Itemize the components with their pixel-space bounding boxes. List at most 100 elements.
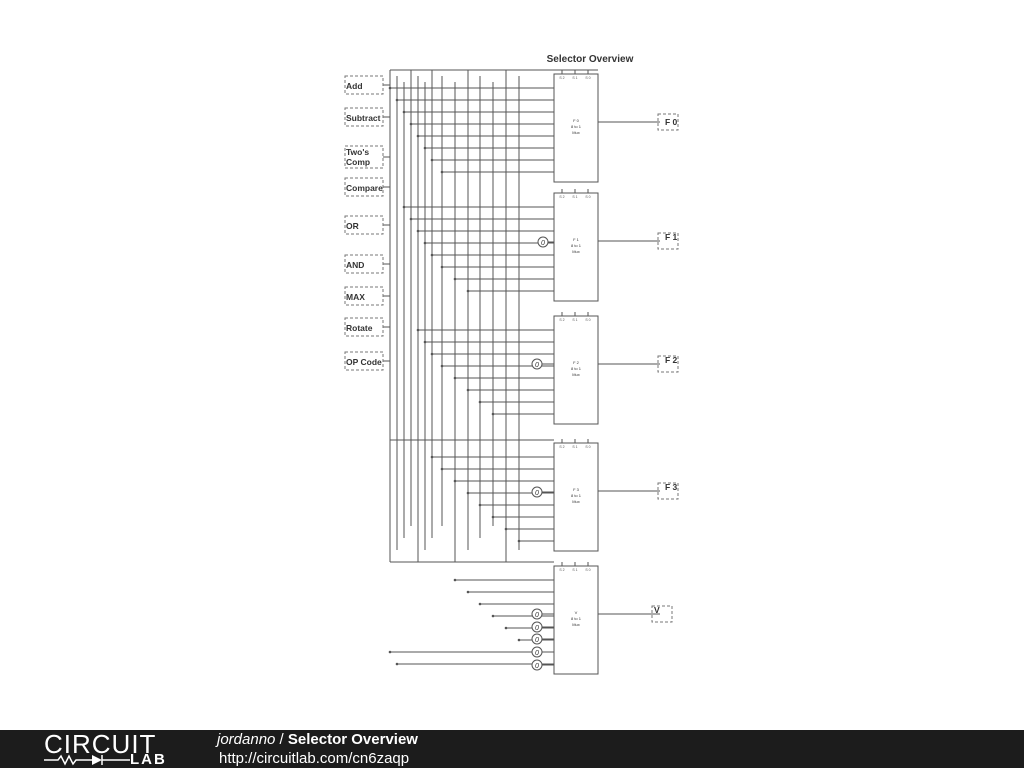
output-label-box	[657, 355, 679, 373]
input-label-box	[344, 286, 384, 306]
mux-block	[553, 442, 599, 552]
mux-size: 8 to 1	[571, 243, 582, 248]
input-label-box	[344, 177, 384, 197]
output-label-box	[657, 482, 679, 500]
junction-dot	[504, 527, 508, 531]
output-label-box	[657, 232, 679, 250]
mux-block	[553, 192, 599, 302]
mux-select-label: S 0	[585, 445, 590, 449]
input-label-text: Two's	[346, 147, 369, 157]
constant-zero-value: 0	[535, 612, 539, 619]
input-label-text: Subtract	[346, 113, 381, 123]
constant-zero-value: 0	[535, 625, 539, 632]
input-label-text: OR	[346, 221, 359, 231]
junction-dot	[504, 626, 508, 630]
mux-select-label: S 2	[559, 445, 564, 449]
input-label-text: Add	[346, 81, 363, 91]
mux-select-label: S 1	[572, 568, 577, 572]
mux-block	[553, 565, 599, 675]
mux-block	[553, 315, 599, 425]
constant-zero-value: 0	[535, 490, 539, 497]
junction-dot	[423, 146, 427, 150]
input-label-box	[344, 75, 384, 95]
input-label-box	[344, 317, 384, 337]
mux-name: V	[575, 610, 578, 615]
constant-zero-value: 0	[541, 240, 545, 247]
junction-dot	[466, 491, 470, 495]
junction-dot	[478, 503, 482, 507]
mux-select-label: S 1	[572, 76, 577, 80]
junction-dot	[416, 134, 420, 138]
junction-dot	[478, 400, 482, 404]
mux-kind: Mux	[572, 499, 580, 504]
constant-zero-icon	[531, 633, 543, 645]
mux-size: 8 to 1	[571, 493, 582, 498]
wires	[383, 69, 660, 666]
mux-kind: Mux	[572, 249, 580, 254]
junction-dot	[430, 253, 434, 257]
junction-dot	[440, 265, 444, 269]
junction-dot	[440, 467, 444, 471]
junction-dot	[416, 229, 420, 233]
mux-kind: Mux	[572, 130, 580, 135]
constant-zero-icon	[531, 659, 543, 671]
output-label-text: F 0	[665, 117, 678, 127]
output-label-box	[657, 113, 679, 131]
junction-dot	[388, 650, 392, 654]
constant-zero-icon	[531, 358, 543, 370]
junction-dot	[430, 352, 434, 356]
mux-select-label: S 0	[585, 195, 590, 199]
credit-separator: /	[275, 731, 288, 748]
input-label-box	[344, 215, 384, 235]
mux-select-label: S 2	[559, 318, 564, 322]
junction-dot	[491, 412, 495, 416]
mux-size: 8 to 1	[571, 616, 582, 621]
mux-select-label: S 0	[585, 568, 590, 572]
junction-dot	[409, 217, 413, 221]
constant-zero-icon	[531, 646, 543, 658]
constant-zero-icon	[537, 236, 549, 248]
output-label-text: F 3	[665, 482, 678, 492]
junction-dot	[491, 614, 495, 618]
junction-dot	[478, 602, 482, 606]
junction-dot	[453, 376, 457, 380]
mux-name: F 0	[573, 118, 580, 123]
junction-dot	[388, 86, 392, 90]
junction-dot	[466, 289, 470, 293]
constant-zero-value: 0	[535, 362, 539, 369]
junction-dot	[440, 364, 444, 368]
output-label-text: F 2	[665, 355, 678, 365]
circuit-title[interactable]: Selector Overview	[287, 731, 418, 748]
junction-dot	[453, 578, 457, 582]
circuit-url[interactable]: http://circuitlab.com/cn6zaqp	[219, 750, 410, 767]
input-label-text: Compare	[346, 183, 383, 193]
mux-select-label: S 2	[559, 76, 564, 80]
logo-circuit-text: CIRCUIT	[44, 729, 157, 759]
constant-zero-icon	[531, 486, 543, 498]
mux-size: 8 to 1	[571, 366, 582, 371]
diagram-title: Selector Overview	[547, 54, 634, 65]
input-label-box	[344, 351, 384, 371]
mux-select-label: S 0	[585, 318, 590, 322]
mux-select-label: S 1	[572, 195, 577, 199]
input-labels: AddSubtractTwo'sCompCompareORANDMAXRotat…	[344, 75, 384, 371]
circuitlab-logo[interactable]: CIRCUIT LAB	[40, 729, 180, 768]
output-label-box	[651, 605, 673, 623]
mux-kind: Mux	[572, 372, 580, 377]
output-labels: F 0F 1F 2F 3V	[651, 113, 679, 623]
output-label-text: F 1	[665, 232, 678, 242]
mux-name: F 2	[573, 360, 580, 365]
constant-zero-icon	[531, 621, 543, 633]
input-label-text: MAX	[346, 292, 365, 302]
junction-dot	[423, 340, 427, 344]
junction-dot	[402, 205, 406, 209]
mux-select-label: S 1	[572, 445, 577, 449]
author-link[interactable]: jordanno	[217, 731, 276, 748]
input-label-text: AND	[346, 260, 364, 270]
credit-line: jordanno / Selector Overview	[217, 731, 418, 748]
junction-dot	[453, 479, 457, 483]
junction-dot	[395, 662, 399, 666]
junction-dot	[453, 277, 457, 281]
